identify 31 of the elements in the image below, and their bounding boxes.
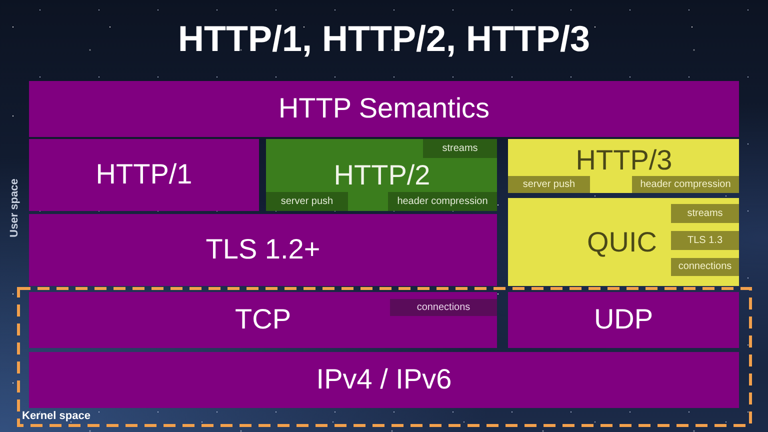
feature-tag: server push	[266, 192, 348, 211]
feature-tag: TLS 1.3	[671, 231, 739, 250]
feature-tag: header compression	[632, 176, 739, 193]
feature-tag: streams	[671, 204, 739, 223]
protocol-layer	[29, 352, 739, 408]
feature-tag: connections	[390, 299, 497, 316]
region-label: User space	[8, 178, 22, 238]
feature-tag: streams	[423, 139, 497, 158]
protocol-layer	[29, 292, 497, 348]
layer-label: QUIC	[587, 228, 657, 258]
layer-label: HTTP/3	[576, 146, 672, 176]
layer-label: HTTP/1	[96, 160, 192, 190]
layer-label: HTTP/2	[334, 160, 430, 192]
protocol-layer	[266, 139, 497, 211]
protocol-layer	[29, 81, 739, 137]
diagram-title: HTTP/1, HTTP/2, HTTP/3	[178, 18, 590, 60]
kernel-space-boundary	[17, 287, 752, 427]
protocol-layer	[508, 198, 739, 286]
region-label: Kernel space	[22, 410, 90, 423]
feature-tag: header compression	[388, 192, 497, 211]
layer-label: UDP	[594, 304, 654, 336]
protocol-layer	[29, 214, 497, 286]
feature-tag: server push	[508, 176, 590, 193]
layer-label: HTTP Semantics	[278, 94, 490, 124]
layer-label: TLS 1.2+	[206, 234, 320, 266]
protocol-layer	[29, 139, 259, 211]
protocol-layer	[508, 139, 739, 193]
feature-tag: connections	[671, 258, 739, 276]
layer-label: TCP	[235, 304, 291, 336]
protocol-layer	[508, 292, 739, 348]
layer-label: IPv4 / IPv6	[316, 364, 452, 396]
